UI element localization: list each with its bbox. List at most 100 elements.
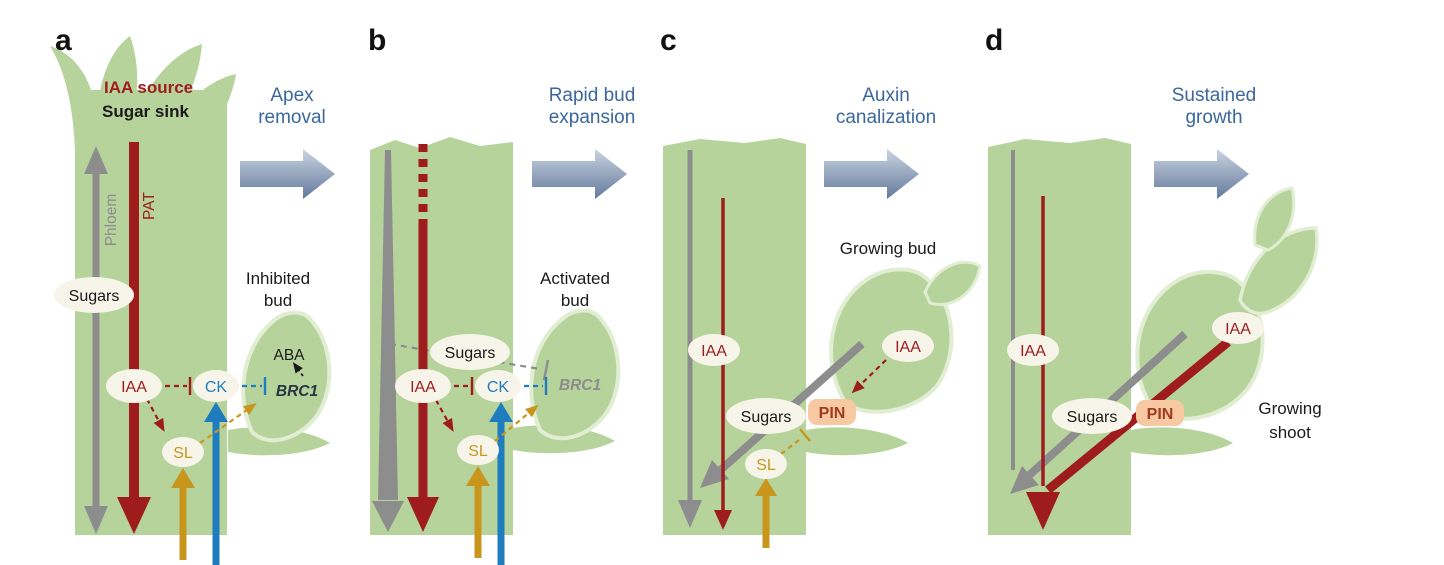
- growing-bud-leaflet-shape: [923, 260, 982, 306]
- sl-label: SL: [173, 445, 193, 462]
- phloem-arrowhead-down: [372, 501, 404, 532]
- pin-box: PIN: [808, 399, 856, 425]
- panel-d: PIN IAA IAA Sugars d Growing shoot Susta…: [985, 24, 1322, 535]
- sugars-inhibit-brc1-tee: [542, 359, 550, 381]
- sl-inhibits-pin-line: [780, 439, 800, 455]
- transition-label-line1: Auxin: [862, 85, 910, 106]
- iaa-bud-label: IAA: [895, 339, 921, 356]
- iaa-bud-oval: IAA: [882, 330, 934, 362]
- strigolactone-up-arrowhead: [755, 478, 777, 496]
- transition-block-arrow: [240, 149, 335, 199]
- growing-shoot-upper-leaf-shape: [1238, 226, 1319, 316]
- sl-oval-shape: [162, 437, 204, 467]
- transition-label-line2: canalization: [836, 107, 936, 128]
- panel-a: Sugars IAA CK SL a IAA source Sugar sink…: [50, 24, 335, 565]
- ck-oval-shape: [475, 370, 521, 402]
- transition-label-line1: Apex: [270, 85, 314, 106]
- strigolactone-up-arrowhead: [466, 466, 490, 486]
- pin-label: PIN: [1147, 406, 1174, 423]
- panel-letter: d: [985, 24, 1003, 57]
- branch-stub-shape: [806, 427, 908, 456]
- bud-state-label-line1: Activated: [540, 269, 610, 288]
- canalized-auxin-arrowhead: [1026, 492, 1060, 530]
- sugars-label: Sugars: [69, 288, 120, 305]
- iaa-stem-label: IAA: [1020, 343, 1046, 360]
- sl-oval: SL: [457, 435, 499, 465]
- iaa-oval-shape: [106, 369, 162, 403]
- ck-label: CK: [205, 379, 228, 396]
- sugars-oval-shape: [54, 277, 134, 313]
- phloem-arrowhead-down: [84, 506, 108, 534]
- sl-activates-brc1-arrow: [199, 403, 257, 444]
- sl-inhibits-pin-tee: [799, 428, 811, 442]
- sl-label: SL: [468, 443, 488, 460]
- sugars-oval-shape: [430, 334, 510, 370]
- pin-box-shape: [808, 399, 856, 425]
- transition-label-line1: Rapid bud: [549, 85, 636, 106]
- iaa-shoot-oval: IAA: [1212, 312, 1264, 344]
- pin-box: PIN: [1136, 400, 1184, 426]
- aba-label: ABA: [273, 347, 305, 364]
- pat-arrowhead: [407, 497, 439, 532]
- iaa-stem-oval: IAA: [688, 334, 740, 366]
- ck-oval-shape: [193, 370, 239, 402]
- inhibited-bud-shape: [241, 310, 332, 443]
- shoot-state-label-line2: shoot: [1269, 423, 1311, 442]
- ck-oval: CK: [193, 370, 239, 402]
- pin-box-shape: [1136, 400, 1184, 426]
- sugars-inhibit-brc1-line: [389, 342, 541, 371]
- apex-sugar-sink-label: Sugar sink: [102, 102, 189, 121]
- phloem-label: Phloem: [103, 194, 120, 247]
- auxin-stream-arrowhead: [714, 510, 732, 530]
- sl-oval: SL: [162, 437, 204, 467]
- phloem-arrowhead-down: [678, 500, 702, 528]
- iaa-oval: IAA: [106, 369, 162, 403]
- sugars-oval: Sugars: [54, 277, 134, 313]
- sugars-oval: Sugars: [726, 398, 806, 434]
- bud-state-label-line1: Inhibited: [246, 269, 310, 288]
- cytokinin-up-arrowhead: [489, 402, 513, 422]
- ck-label: CK: [487, 379, 510, 396]
- cytokinin-up-arrowhead: [204, 402, 228, 422]
- sl-oval-shape: [457, 435, 499, 465]
- iaa-stem-oval-shape: [1007, 334, 1059, 366]
- pat-arrowhead: [117, 497, 151, 534]
- sugars-oval: Sugars: [1052, 398, 1132, 434]
- brc1-label: BRC1: [276, 383, 318, 400]
- transition-label-line2: removal: [258, 107, 326, 128]
- sugars-oval: Sugars: [430, 334, 510, 370]
- brc1-label: BRC1: [559, 377, 601, 394]
- iaa-label: IAA: [121, 379, 147, 396]
- panel-letter: c: [660, 24, 677, 57]
- iaa-shoot-label: IAA: [1225, 321, 1251, 338]
- transition-label-line1: Sustained: [1172, 85, 1257, 106]
- activated-bud-shape: [529, 308, 621, 441]
- sugars-oval-shape: [726, 398, 806, 434]
- transition-block-arrow: [824, 149, 919, 199]
- transition-label-line2: growth: [1185, 107, 1242, 128]
- pat-label: PAT: [141, 192, 158, 220]
- sugars-label: Sugars: [1067, 409, 1118, 426]
- branch-stub-shape: [1131, 427, 1233, 456]
- apex-leaves-shape: [50, 36, 236, 155]
- bud-state-label-line2: bud: [561, 291, 589, 310]
- transition-label-line2: expansion: [549, 107, 636, 128]
- shoot-state-label-line1: Growing: [1258, 399, 1321, 418]
- pin-label: PIN: [819, 405, 846, 422]
- phloem-arrowhead-up: [84, 146, 108, 174]
- iaa-oval-shape: [395, 369, 451, 403]
- iaa-activates-sl-arrow: [435, 399, 454, 432]
- iaa-label: IAA: [410, 379, 436, 396]
- sl-oval-shape: [745, 449, 787, 479]
- panel-letter: b: [368, 24, 386, 57]
- sl-label: SL: [756, 457, 776, 474]
- sugars-label: Sugars: [445, 345, 496, 362]
- ck-oval: CK: [475, 370, 521, 402]
- iaa-stem-label: IAA: [701, 343, 727, 360]
- phloem-arrow: [378, 150, 398, 500]
- iaa-shoot-oval-shape: [1212, 312, 1264, 344]
- transition-block-arrow: [532, 149, 627, 199]
- sugar-flow-arrowhead: [1010, 466, 1039, 494]
